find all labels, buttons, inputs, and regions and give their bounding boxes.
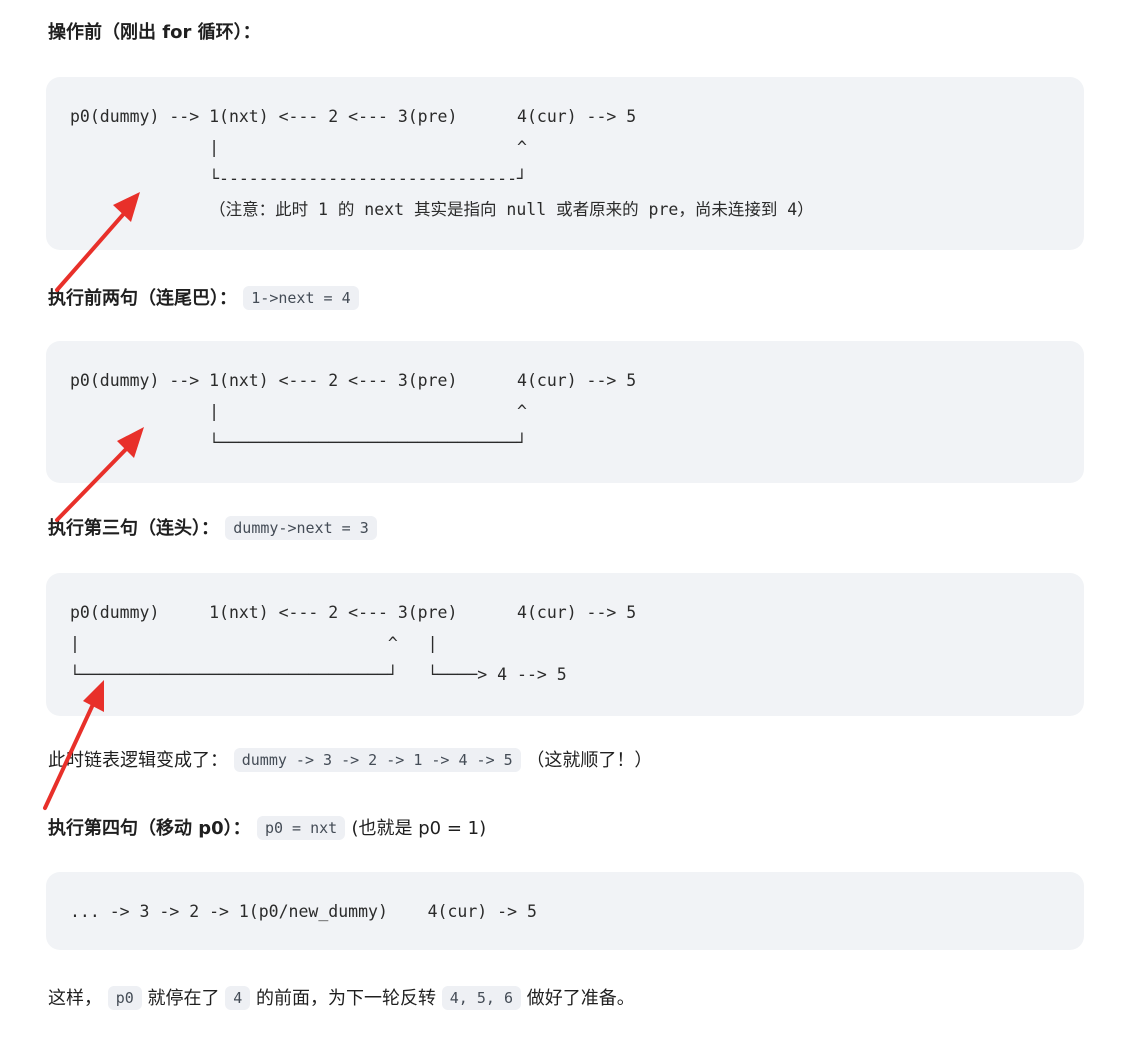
code-block-move: ... -> 3 -> 2 -> 1(p0/new_dummy) 4(cur) … (46, 872, 1084, 950)
heading-step-head: 执行第三句（连头）： dummy->next = 3 (48, 516, 377, 542)
code-text: p0(dummy) --> 1(nxt) <--- 2 <--- 3(pre) … (70, 371, 637, 452)
heading-before-operation: 操作前（刚出 for 循环）： (48, 22, 261, 43)
code-block-tail: p0(dummy) --> 1(nxt) <--- 2 <--- 3(pre) … (46, 341, 1084, 483)
heading-step-tail: 执行前两句（连尾巴）： 1->next = 4 (48, 286, 359, 312)
code-text: p0(dummy) --> 1(nxt) <--- 2 <--- 3(pre) … (70, 107, 814, 219)
inline-code: 4 (225, 986, 251, 1010)
paragraph-conclusion: 这样， p0 就停在了 4 的前面，为下一轮反转 4, 5, 6 做好了准备。 (48, 986, 635, 1010)
code-text: p0(dummy) 1(nxt) <--- 2 <--- 3(pre) 4(cu… (70, 603, 637, 684)
code-block-before: p0(dummy) --> 1(nxt) <--- 2 <--- 3(pre) … (46, 77, 1084, 250)
inline-code: p0 = nxt (256, 816, 346, 840)
code-block-head: p0(dummy) 1(nxt) <--- 2 <--- 3(pre) 4(cu… (46, 573, 1084, 716)
inline-code: 1->next = 4 (243, 286, 359, 310)
inline-code: 4, 5, 6 (441, 986, 521, 1010)
inline-code: dummy->next = 3 (225, 516, 377, 540)
code-comment: （注意：此时 1 的 next 其实是指向 null 或者原来的 pre，尚未连… (70, 200, 814, 219)
paragraph-logic: 此时链表逻辑变成了： dummy -> 3 -> 2 -> 1 -> 4 -> … (48, 748, 653, 772)
inline-code: dummy -> 3 -> 2 -> 1 -> 4 -> 5 (233, 748, 521, 772)
code-text: ... -> 3 -> 2 -> 1(p0/new_dummy) 4(cur) … (70, 902, 537, 921)
inline-code: p0 (107, 986, 142, 1010)
heading-step-move-p0: 执行第四句（移动 p0）： p0 = nxt (也就是 p0 = 1) (48, 816, 487, 840)
